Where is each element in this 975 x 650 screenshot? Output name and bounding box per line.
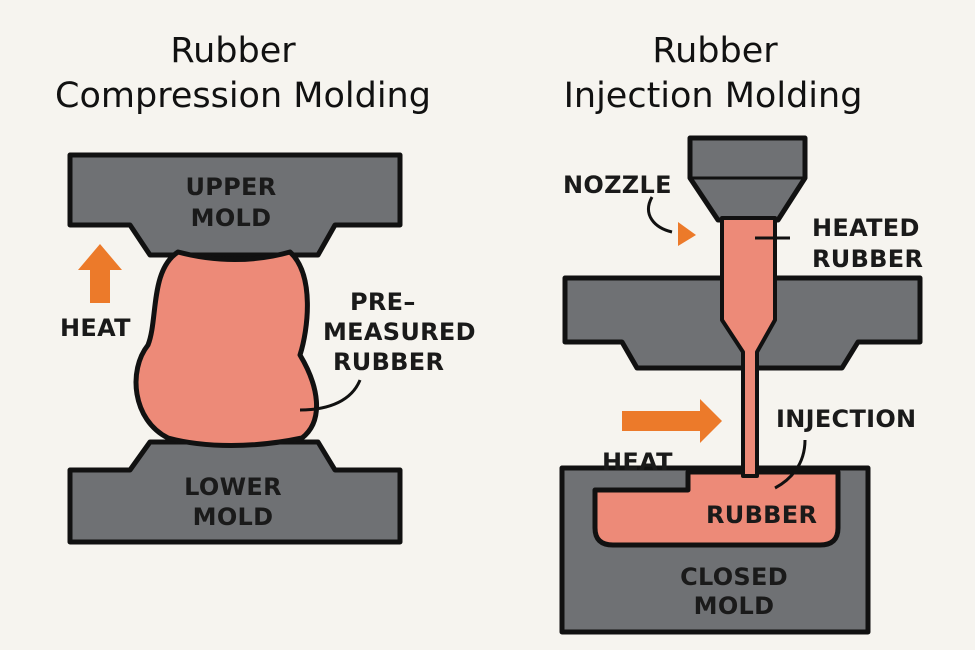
upper-mold-label-line2: MOLD xyxy=(191,204,272,232)
upper-mold xyxy=(67,152,403,258)
heated-rubber-label-line2: RUBBER xyxy=(812,245,923,273)
injection-panel: Rubber Injection Molding NOZZLE HEATED R… xyxy=(559,31,923,635)
injection-title-line2: Injection Molding xyxy=(564,76,863,116)
injection-label: INJECTION xyxy=(776,405,916,433)
nozzle-pointer-icon xyxy=(678,222,696,246)
injection-callout-curve xyxy=(774,439,807,490)
cavity-rubber xyxy=(592,469,841,548)
lower-mold-label-line2: MOLD xyxy=(193,503,274,531)
nozzle-label: NOZZLE xyxy=(563,171,672,199)
compression-title-line1: Rubber xyxy=(170,31,296,71)
arrow-up-icon xyxy=(78,244,122,303)
compression-title-line2: Compression Molding xyxy=(55,76,431,116)
rubber-callout-line xyxy=(299,379,362,412)
lower-mold-label-line1: LOWER xyxy=(184,473,282,501)
heated-rubber-label-line1: HEATED xyxy=(812,214,920,242)
compression-heat-label: HEAT xyxy=(60,314,131,342)
closed-mold-label-line1: CLOSED xyxy=(680,563,788,591)
upper-mold-label-line1: UPPER xyxy=(185,173,276,201)
closed-mold-label-line2: MOLD xyxy=(694,592,775,620)
compression-panel: Rubber Compression Molding UPPER MOLD LO… xyxy=(55,31,476,545)
injection-heat-label: HEAT xyxy=(602,448,673,476)
rubber-label-line2: MEASURED xyxy=(323,318,476,346)
nozzle-callout-curve xyxy=(647,196,673,234)
cavity-rubber-label: RUBBER xyxy=(706,501,817,529)
rubber-label-line3: RUBBER xyxy=(333,348,444,376)
rubber-label-line1: PRE– xyxy=(350,288,416,316)
lower-mold xyxy=(67,439,403,545)
arrow-right-icon xyxy=(622,399,722,443)
heated-rubber-channel xyxy=(720,216,777,478)
pre-measured-rubber-blob xyxy=(133,249,319,448)
injection-title-line1: Rubber xyxy=(652,31,778,71)
